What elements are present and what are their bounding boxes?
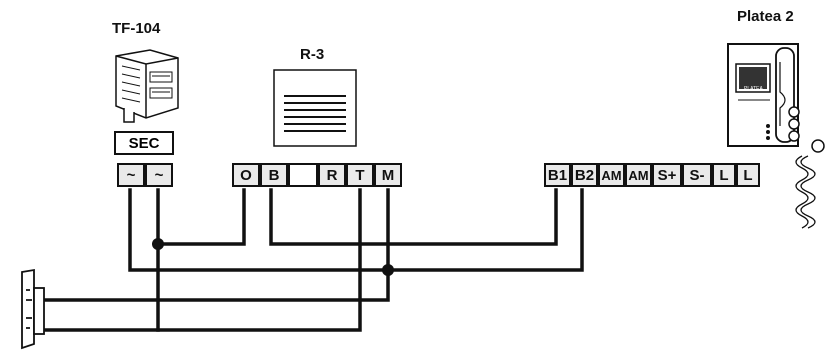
monitor-device-icon (727, 43, 825, 229)
monitor-terminal: B1 (544, 163, 571, 187)
monitor-panel-text: PLATEA (744, 86, 763, 92)
junction-node (382, 264, 394, 276)
wire-b-b1 (269, 188, 558, 246)
relay-terminal: M (374, 163, 402, 187)
monitor-terminal: S+ (652, 163, 682, 187)
monitor-name: Platea 2 (737, 8, 794, 25)
relay-terminal: R (318, 163, 346, 187)
relay-name: R-3 (300, 46, 325, 63)
junction-node (152, 238, 164, 250)
relay-device-icon (273, 69, 357, 147)
transformer-device-icon (115, 49, 179, 123)
monitor-terminal: S- (682, 163, 712, 187)
wire-tf1-b2 (128, 188, 584, 272)
transformer-sec-label: SEC (114, 131, 174, 155)
monitor-terminal: AM (598, 163, 625, 187)
wire-tf2-o (156, 188, 246, 246)
relay-terminal: T (346, 163, 374, 187)
monitor-terminal: L (712, 163, 736, 187)
wire-t-lock (42, 188, 362, 332)
relay-terminal: O (232, 163, 260, 187)
transformer-name: TF-104 (112, 20, 161, 37)
relay-terminal: B (260, 163, 288, 187)
transformer-terminal: ~ (145, 163, 173, 187)
door-lock-icon (21, 268, 45, 350)
monitor-terminal: L (736, 163, 760, 187)
monitor-terminal: B2 (571, 163, 598, 187)
transformer-terminal: ~ (117, 163, 145, 187)
monitor-terminal: AM (625, 163, 652, 187)
relay-terminal (288, 163, 318, 187)
